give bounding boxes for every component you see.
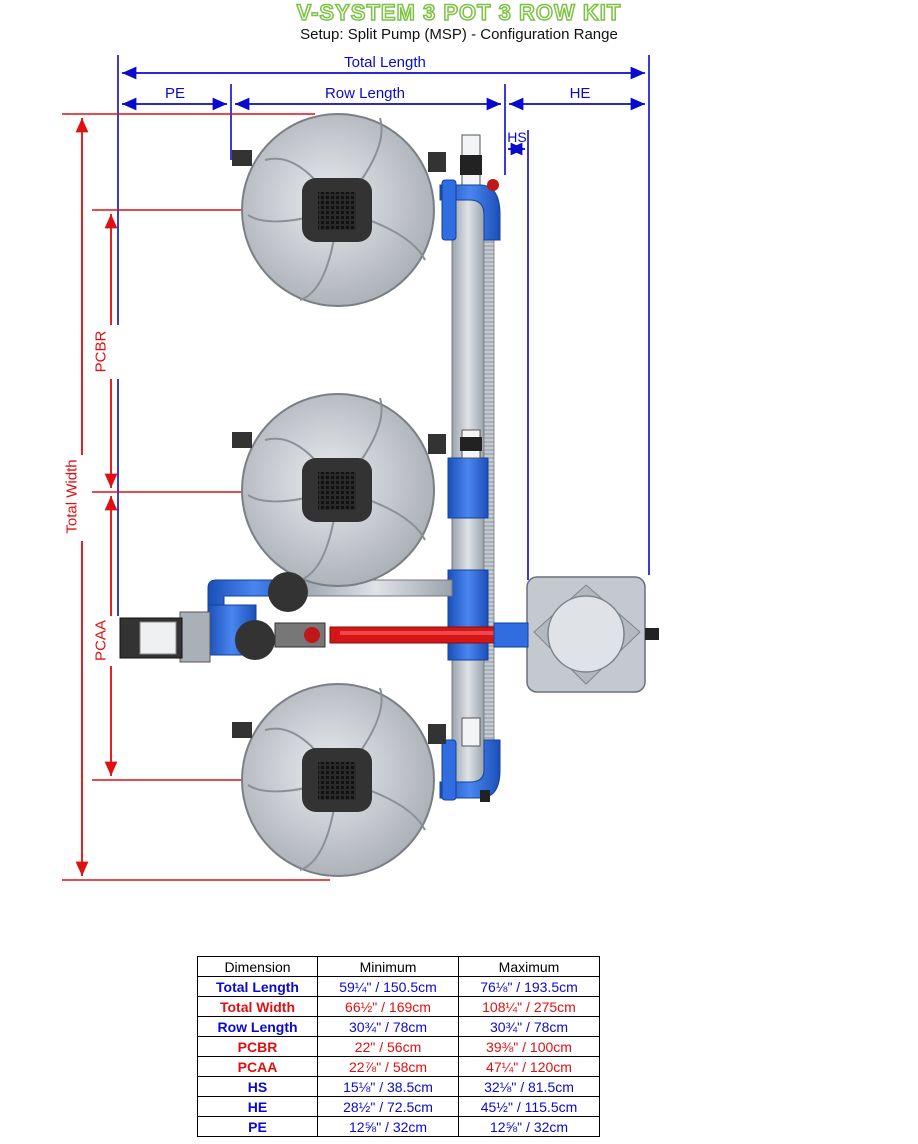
row-name: HS [196, 1076, 319, 1097]
table-row: Row Length 30¾" / 78cm 30¾" / 78cm [196, 1016, 600, 1037]
manifold-pipe [439, 134, 501, 802]
label-he: HE [569, 85, 591, 102]
row-min: 22" / 56cm [317, 1036, 459, 1057]
row-name: Total Width [196, 996, 319, 1017]
table-row: Total Width 66½" / 169cm 108¼" / 275cm [196, 996, 600, 1017]
row-name: PCAA [196, 1056, 319, 1077]
row-min: 66½" / 169cm [317, 996, 459, 1017]
system-diagram [62, 55, 659, 881]
row-max: 47¼" / 120cm [458, 1056, 600, 1077]
row-name: PCBR [196, 1036, 319, 1057]
reservoir-tank [493, 576, 659, 693]
table-header-minimum: Minimum [317, 956, 459, 977]
table-row: PCAA 22⅞" / 58cm 47¼" / 120cm [196, 1056, 600, 1077]
label-pcbr: PCBR [92, 330, 110, 373]
row-max: 12⅝" / 32cm [458, 1116, 600, 1137]
page-title: V-SYSTEM 3 POT 3 ROW KIT [296, 0, 622, 26]
table-header-dimension: Dimension [196, 956, 319, 977]
table-row: PCBR 22" / 56cm 39⅜" / 100cm [196, 1036, 600, 1057]
row-min: 22⅞" / 58cm [317, 1056, 459, 1077]
pump-assembly [119, 572, 308, 663]
label-pe: PE [164, 85, 185, 102]
label-row-length: Row Length [324, 85, 406, 102]
dimension-table: Dimension Minimum Maximum Total Length 5… [196, 956, 600, 1137]
label-total-width: Total Width [63, 459, 81, 534]
pot-1 [232, 113, 446, 307]
pot-2 [232, 393, 446, 587]
table-row: HE 28½" / 72.5cm 45½" / 115.5cm [196, 1096, 600, 1117]
table-header-maximum: Maximum [458, 956, 600, 977]
table-header-row: Dimension Minimum Maximum [196, 956, 600, 977]
table-row: Total Length 59¼" / 150.5cm 76⅛" / 193.5… [196, 976, 600, 997]
row-name: Row Length [196, 1016, 319, 1037]
row-min: 12⅝" / 32cm [317, 1116, 459, 1137]
row-max: 30¾" / 78cm [458, 1016, 600, 1037]
row-min: 59¼" / 150.5cm [317, 976, 459, 997]
row-min: 30¾" / 78cm [317, 1016, 459, 1037]
row-name: PE [196, 1116, 319, 1137]
row-max: 108¼" / 275cm [458, 996, 600, 1017]
row-name: HE [196, 1096, 319, 1117]
row-max: 45½" / 115.5cm [458, 1096, 600, 1117]
row-min: 28½" / 72.5cm [317, 1096, 459, 1117]
label-total-length: Total Length [344, 54, 426, 71]
table-row: HS 15⅛" / 38.5cm 32⅛" / 81.5cm [196, 1076, 600, 1097]
row-max: 39⅜" / 100cm [458, 1036, 600, 1057]
row-max: 32⅛" / 81.5cm [458, 1076, 600, 1097]
row-max: 76⅛" / 193.5cm [458, 976, 600, 997]
red-feed-pipe [274, 622, 521, 648]
label-hs: HS [507, 129, 527, 145]
pot-3 [232, 683, 446, 877]
row-name: Total Length [196, 976, 319, 997]
page-subtitle: Setup: Split Pump (MSP) - Configuration … [300, 26, 618, 43]
table-row: PE 12⅝" / 32cm 12⅝" / 32cm [196, 1116, 600, 1137]
row-min: 15⅛" / 38.5cm [317, 1076, 459, 1097]
label-pcaa: PCAA [92, 620, 110, 661]
